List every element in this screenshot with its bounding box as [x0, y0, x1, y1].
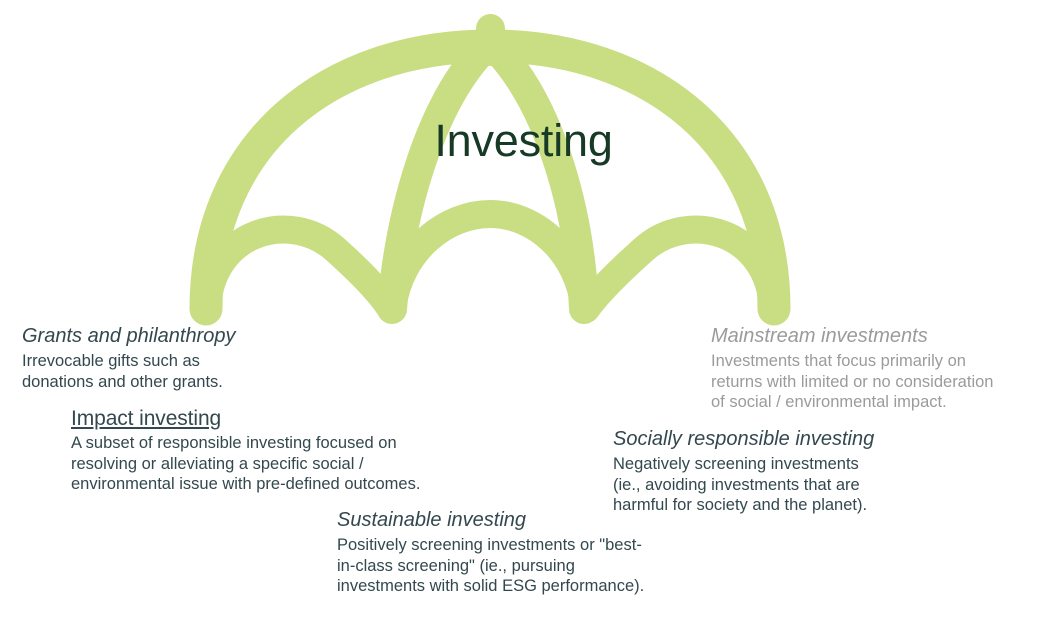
category-heading: Grants and philanthropy — [22, 325, 236, 347]
umbrella-scallop-1 — [193, 215, 405, 323]
category-heading: Sustainable investing — [337, 509, 527, 531]
umbrella-graphic: Investing — [189, 14, 791, 326]
category-heading: Mainstream investments — [711, 325, 928, 347]
category-socially-responsible-investing: Socially responsible investing Negativel… — [613, 427, 933, 516]
category-impact-investing: Impact investing A subset of responsible… — [71, 406, 491, 495]
category-description: Irrevocable gifts such as donations and … — [22, 352, 223, 391]
category-description: Positively screening investments or "bes… — [337, 536, 645, 595]
category-description: Negatively screening investments (ie., a… — [613, 455, 868, 514]
category-heading: Socially responsible investing — [613, 428, 875, 450]
category-description: Investments that focus primarily on retu… — [711, 352, 994, 411]
page-title: Investing — [434, 115, 613, 166]
umbrella-scallop-2 — [378, 199, 599, 323]
category-sustainable-investing: Sustainable investing Positively screeni… — [337, 508, 717, 597]
umbrella-icon — [189, 14, 791, 326]
category-mainstream-investments: Mainstream investments Investments that … — [711, 324, 1041, 413]
category-description: A subset of responsible investing focuse… — [71, 434, 421, 493]
umbrella-scallop-3 — [572, 215, 787, 323]
category-heading: Impact investing — [71, 407, 222, 430]
umbrella-canopy-arch — [189, 29, 791, 326]
category-grants-and-philanthropy: Grants and philanthropy Irrevocable gift… — [22, 324, 322, 392]
